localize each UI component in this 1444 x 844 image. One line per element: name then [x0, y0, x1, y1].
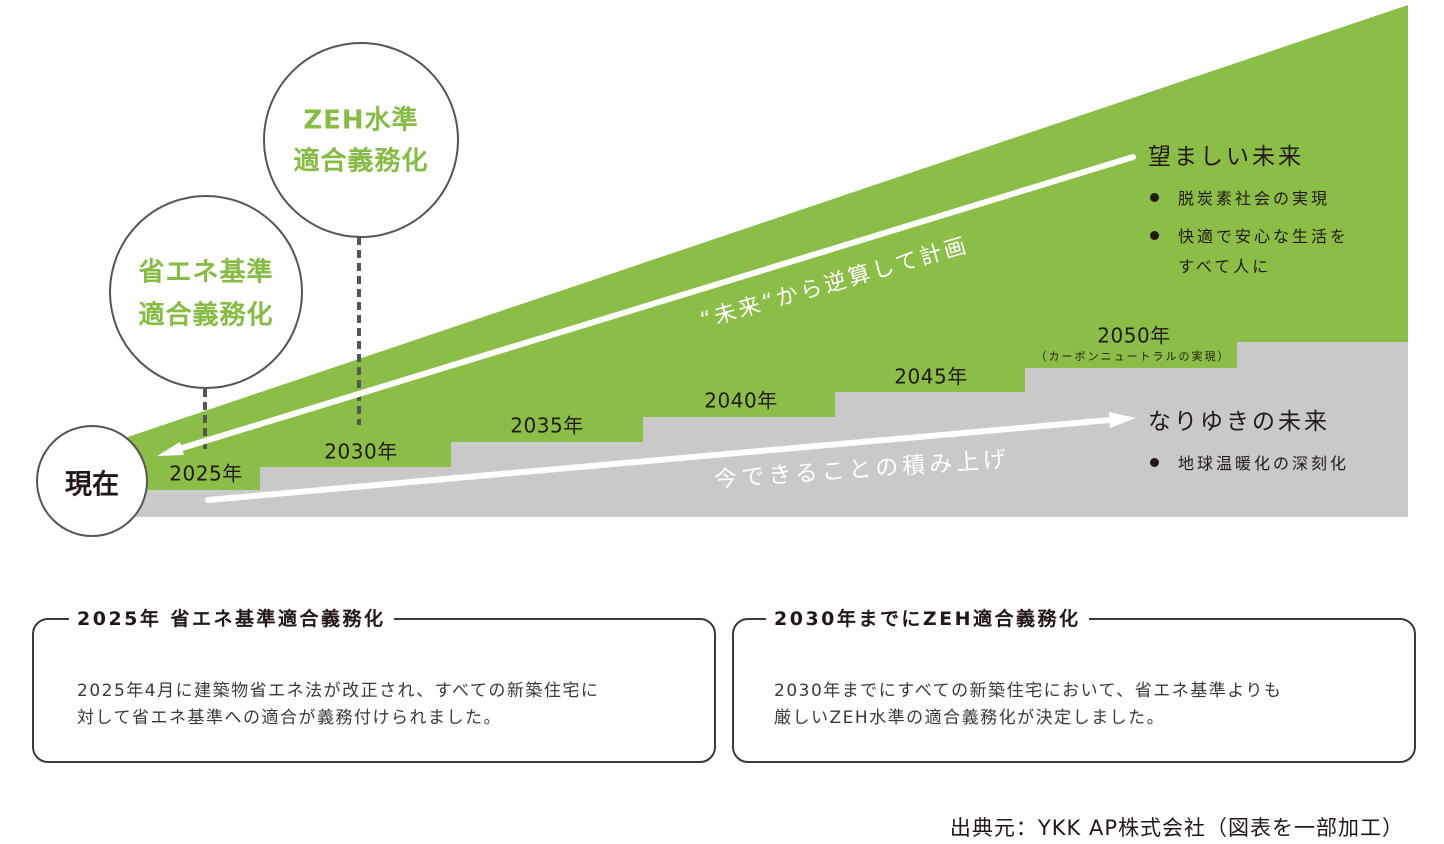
milestone-2030-label-line2: 適合義務化	[293, 146, 429, 177]
info-box-2030-line1: 2030年までにすべての新築住宅において、省エネ基準よりも	[774, 681, 1283, 701]
milestone-2030-label-line1: ZEH水準	[303, 105, 419, 136]
bullet-icon	[1150, 458, 1159, 467]
bullet-icon	[1150, 193, 1159, 202]
current-label: 現在	[65, 469, 119, 501]
default-future-bullet-1: 地球温暖化の深刻化	[1178, 454, 1350, 473]
gray-staircase-band	[92, 342, 1408, 517]
step-year-2050: 2050年	[1097, 323, 1171, 348]
info-box-2025-line2: 対して省エネ基準への適合が義務付けられました。	[77, 708, 502, 728]
desired-future-title: 望ましい未来	[1148, 144, 1304, 170]
info-box-2025-line1: 2025年4月に建築物省エネ法が改正され、すべての新築住宅に	[77, 681, 600, 701]
step-year-2025: 2025年	[169, 461, 243, 486]
milestone-circle-2025	[109, 195, 303, 389]
info-box-2025-body: 2025年4月に建築物省エネ法が改正され、すべての新築住宅に 対して省エネ基準へ…	[77, 678, 599, 732]
default-future-title: なりゆきの未来	[1148, 409, 1330, 435]
desired-future-bullet-1: 脱炭素社会の実現	[1178, 189, 1331, 208]
bullet-icon	[1150, 231, 1159, 240]
source-credit: 出典元：YKK AP株式会社（図表を一部加工）	[949, 816, 1404, 840]
info-box-2030-title: 2030年までにZEH適合義務化	[766, 606, 1089, 632]
milestone-2025-label-line1: 省エネ基準	[138, 257, 274, 288]
info-box-2025: 2025年 省エネ基準適合義務化 2025年4月に建築物省エネ法が改正され、すべ…	[32, 606, 716, 763]
step-year-2045: 2045年	[894, 364, 968, 389]
green-wedge-band	[92, 5, 1408, 490]
step-year-2030: 2030年	[324, 439, 398, 464]
desired-future-bullet-2-line1: 快適で安心な生活を	[1178, 227, 1350, 246]
step-2050-note: （カーボンニュートラルの実現）	[1035, 350, 1231, 363]
step-year-2035: 2035年	[510, 413, 584, 438]
desired-future-bullet-2-line2: すべて人に	[1178, 257, 1272, 276]
current-circle	[36, 425, 148, 537]
info-box-2030-line2: 厳しいZEH水準の適合義務化が決定しました。	[774, 708, 1166, 728]
milestone-2025-label-line2: 適合義務化	[138, 300, 274, 331]
step-year-2040: 2040年	[704, 388, 778, 413]
forward-arrow-icon	[205, 412, 1136, 503]
milestone-circle-2030	[263, 42, 459, 238]
backcast-arrow-icon	[157, 154, 1136, 456]
info-box-2030-body: 2030年までにすべての新築住宅において、省エネ基準よりも 厳しいZEH水準の適…	[774, 678, 1282, 732]
info-box-2025-title: 2025年 省エネ基準適合義務化	[69, 606, 394, 632]
info-box-2030: 2030年までにZEH適合義務化 2030年までにすべての新築住宅において、省エ…	[732, 606, 1416, 763]
